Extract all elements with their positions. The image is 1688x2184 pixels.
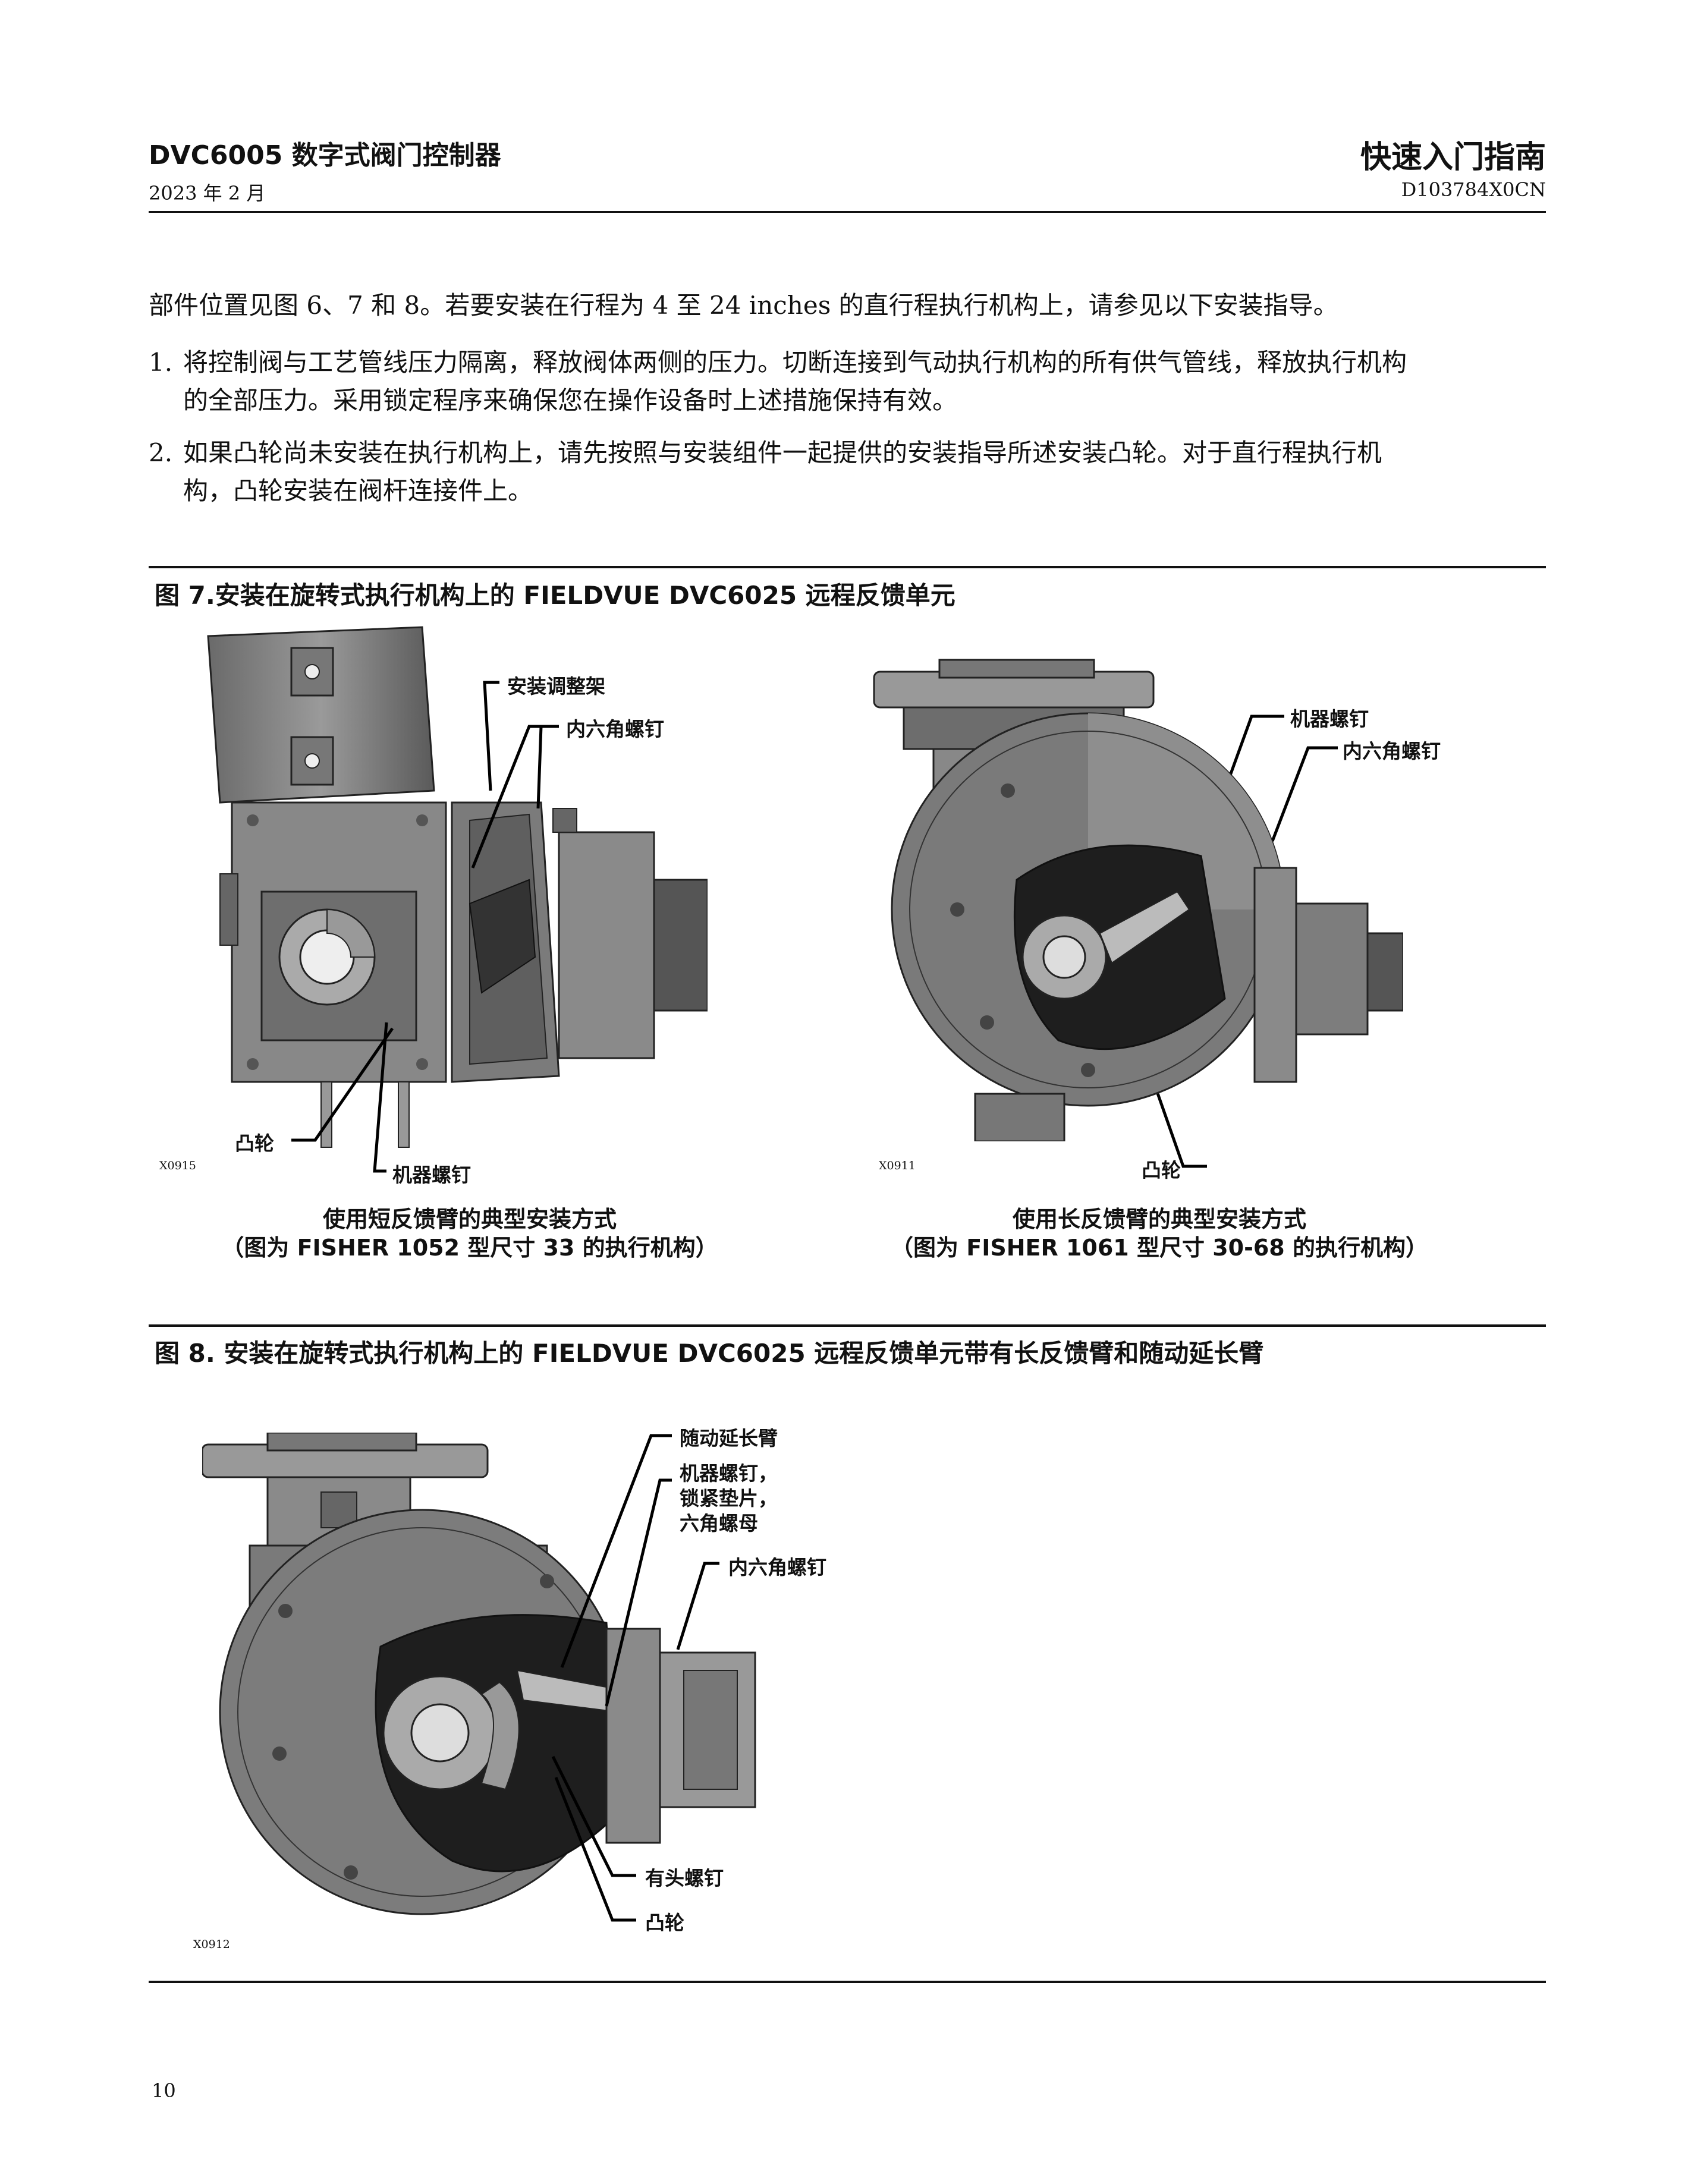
label-cam-right: 凸轮 bbox=[1142, 1159, 1181, 1182]
figure8-bottom-rule bbox=[149, 1981, 1546, 1983]
label-hex-socket-screws-right: 内六角螺钉 bbox=[1343, 739, 1441, 763]
figure8-caption: 图 8. 安装在旋转式执行机构上的 FIELDVUE DVC6025 远程反馈单… bbox=[155, 1339, 1264, 1368]
label-hex-socket-screws-fig8: 内六角螺钉 bbox=[728, 1556, 826, 1579]
label-hex-socket-screws: 内六角螺钉 bbox=[566, 717, 664, 741]
figure7-left-code: X0915 bbox=[159, 1159, 196, 1172]
label-machine-screw-right: 机器螺钉 bbox=[1290, 707, 1369, 731]
figure8-code: X0912 bbox=[193, 1938, 230, 1951]
step-text: 如果凸轮尚未安装在执行机构上，请先按照与安装组件一起提供的安装指导所述安装凸轮。… bbox=[183, 438, 1382, 467]
figure8-top-rule bbox=[149, 1324, 1546, 1327]
step-number: 1. bbox=[149, 348, 173, 377]
figure7-left-subcaption: 使用短反馈臂的典型安装方式 （图为 FISHER 1052 型尺寸 33 的执行… bbox=[143, 1205, 797, 1262]
figure7-left-illustration bbox=[207, 626, 708, 1148]
figure7-left-callouts bbox=[291, 681, 1338, 1173]
label-cap-screw: 有头螺钉 bbox=[645, 1867, 724, 1890]
document-number: D103784X0CN bbox=[1401, 178, 1546, 201]
header-rule bbox=[149, 211, 1546, 213]
figure8-illustration bbox=[202, 1433, 756, 1915]
publication-date: 2023 年 2 月 bbox=[149, 182, 266, 204]
figure8-callouts bbox=[551, 1434, 719, 1922]
intro-paragraph: 部件位置见图 6、7 和 8。若要安装在行程为 4 至 24 inches 的直… bbox=[149, 291, 1338, 320]
subcaption-line2: （图为 FISHER 1052 型尺寸 33 的执行机构） bbox=[221, 1235, 718, 1261]
subcaption-line2: （图为 FISHER 1061 型尺寸 30-68 的执行机构） bbox=[891, 1235, 1428, 1261]
label-cam: 凸轮 bbox=[235, 1132, 274, 1155]
label-cam-fig8: 凸轮 bbox=[645, 1911, 684, 1934]
document-title: DVC6005 数字式阀门控制器 bbox=[149, 140, 501, 171]
label-line: 六角螺母 bbox=[680, 1512, 758, 1535]
figure7-right-subcaption: 使用长反馈臂的典型安装方式 （图为 FISHER 1061 型尺寸 30-68 … bbox=[832, 1205, 1486, 1262]
subcaption-line1: 使用短反馈臂的典型安装方式 bbox=[322, 1206, 617, 1232]
guide-title: 快速入门指南 bbox=[1360, 140, 1546, 175]
label-machine-screw-group: 机器螺钉， 锁紧垫片， 六角螺母 bbox=[680, 1461, 778, 1536]
step-number: 2. bbox=[149, 438, 173, 467]
label-machine-screw: 机器螺钉 bbox=[392, 1163, 471, 1187]
step-text: 将控制阀与工艺管线压力隔离，释放阀体两侧的压力。切断连接到气动执行机构的所有供气… bbox=[183, 348, 1407, 377]
step-1: 1. 将控制阀与工艺管线压力隔离，释放阀体两侧的压力。切断连接到气动执行机构的所有… bbox=[149, 344, 1540, 420]
label-follower-extension-arm: 随动延长臂 bbox=[680, 1427, 778, 1450]
step-2: 2. 如果凸轮尚未安装在执行机构上，请先按照与安装组件一起提供的安装指导所述安装凸… bbox=[149, 434, 1540, 510]
figure7-top-rule bbox=[149, 566, 1546, 568]
label-line: 锁紧垫片， bbox=[680, 1487, 778, 1510]
step-text-continued: 的全部压力。采用锁定程序来确保您在操作设备时上述措施保持有效。 bbox=[183, 386, 958, 415]
label-mounting-bracket: 安装调整架 bbox=[507, 675, 605, 698]
subcaption-line1: 使用长反馈臂的典型安装方式 bbox=[1012, 1206, 1306, 1232]
figure7-right-code: X0911 bbox=[879, 1159, 916, 1172]
figure7-caption: 图 7.安装在旋转式执行机构上的 FIELDVUE DVC6025 远程反馈单元 bbox=[155, 581, 955, 610]
page-number: 10 bbox=[152, 2079, 176, 2102]
figure7-right-illustration bbox=[873, 659, 1403, 1141]
label-line: 机器螺钉， bbox=[680, 1462, 778, 1485]
step-text-continued: 构，凸轮安装在阀杆连接件上。 bbox=[183, 476, 533, 505]
